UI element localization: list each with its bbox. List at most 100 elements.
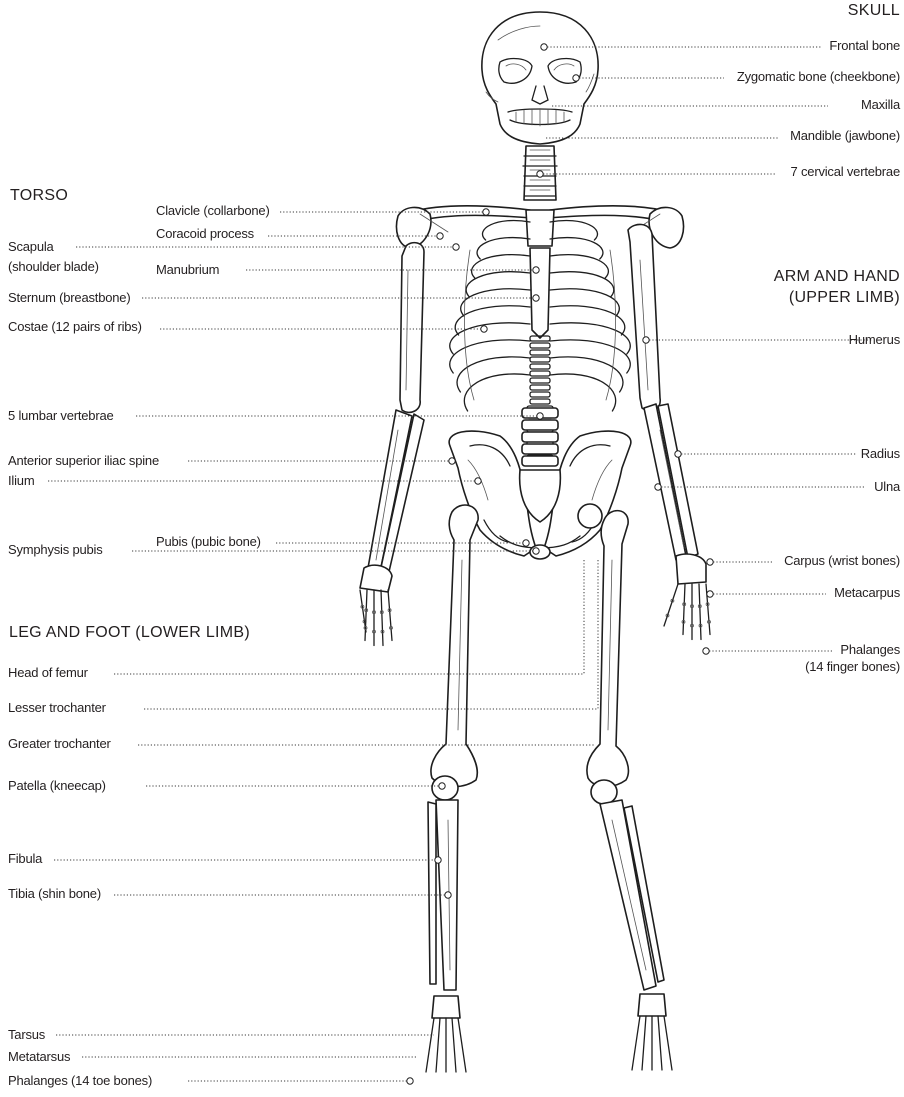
label-carpus: Carpus (wrist bones) bbox=[784, 553, 900, 569]
rib-right bbox=[550, 272, 614, 297]
label-maxilla: Maxilla bbox=[861, 97, 900, 113]
label-greater-trochanter: Greater trochanter bbox=[8, 736, 111, 752]
label-ilium: Ilium bbox=[8, 473, 34, 489]
tarsal-bone bbox=[638, 994, 666, 1016]
vertebra bbox=[530, 343, 550, 348]
heading-arm-and-hand: ARM AND HAND bbox=[774, 268, 900, 286]
finger-bone bbox=[365, 590, 367, 641]
toe-bone bbox=[426, 1018, 434, 1072]
lumbar-vertebra bbox=[522, 444, 558, 454]
heading-skull: SKULL bbox=[848, 2, 900, 20]
label-metacarpus: Metacarpus bbox=[834, 585, 900, 601]
vertebra bbox=[530, 371, 550, 376]
skull-drawing bbox=[482, 12, 598, 144]
label-fibula: Fibula bbox=[8, 851, 42, 867]
pointer-dot bbox=[541, 44, 547, 50]
label-mandible: Mandible (jawbone) bbox=[790, 128, 900, 144]
lumbar-vertebra bbox=[522, 432, 558, 442]
finger-bone bbox=[683, 584, 685, 635]
skeleton-drawing bbox=[360, 12, 711, 1072]
vertebra bbox=[530, 357, 550, 362]
label-humerus: Humerus bbox=[849, 332, 900, 348]
rib-left bbox=[466, 272, 530, 297]
label-patella: Patella (kneecap) bbox=[8, 778, 106, 794]
label-cervical-vertebrae: 7 cervical vertebrae bbox=[791, 164, 900, 180]
toe-bone bbox=[642, 1016, 646, 1070]
pointer-dot bbox=[675, 451, 681, 457]
rib-left bbox=[464, 374, 530, 411]
label-ulna: Ulna bbox=[874, 479, 900, 495]
pointer-dot bbox=[537, 171, 543, 177]
label-zygomatic-bone: Zygomatic bone (cheekbone) bbox=[737, 69, 900, 85]
pointer-dot bbox=[481, 326, 487, 332]
pointer-dot bbox=[533, 295, 539, 301]
rib-left bbox=[472, 255, 530, 278]
pointer-dot bbox=[475, 478, 481, 484]
pointer-dot bbox=[643, 337, 649, 343]
rib-left bbox=[455, 306, 530, 335]
vertebra bbox=[530, 378, 550, 383]
label-clavicle: Clavicle (collarbone) bbox=[156, 203, 270, 219]
vertebra bbox=[530, 364, 550, 369]
pointer-dot bbox=[523, 540, 529, 546]
toe-bone bbox=[458, 1018, 466, 1072]
label-phalanges-foot: Phalanges (14 toe bones) bbox=[8, 1073, 152, 1089]
spine-drawing bbox=[522, 336, 558, 466]
vertebra bbox=[530, 399, 550, 404]
pointer-dot bbox=[439, 783, 445, 789]
toe-bone bbox=[664, 1016, 672, 1070]
pointer-dot bbox=[537, 413, 543, 419]
label-tarsus: Tarsus bbox=[8, 1027, 45, 1043]
label-phalanges-hand: Phalanges bbox=[840, 642, 900, 658]
toe-bone bbox=[632, 1016, 640, 1070]
pointer-dot bbox=[437, 233, 443, 239]
pointer-dot bbox=[707, 591, 713, 597]
leg-drawing bbox=[426, 504, 672, 1072]
heading-torso: TORSO bbox=[10, 187, 68, 205]
tarsal-bone bbox=[432, 996, 460, 1018]
label-iliac-spine: Anterior superior iliac spine bbox=[8, 453, 159, 469]
pointer-dot bbox=[449, 458, 455, 464]
finger-bone bbox=[388, 590, 392, 641]
pointer-dot bbox=[453, 244, 459, 250]
pointer-dot bbox=[533, 267, 539, 273]
right-arm-drawing bbox=[360, 243, 424, 646]
left-arm-drawing bbox=[628, 224, 711, 639]
label-manubrium: Manubrium bbox=[156, 262, 219, 278]
label-tibia: Tibia (shin bone) bbox=[8, 886, 101, 902]
pointer-dot bbox=[707, 559, 713, 565]
pointer-dot bbox=[655, 484, 661, 490]
label-frontal-bone: Frontal bone bbox=[829, 38, 900, 54]
vertebra bbox=[530, 350, 550, 355]
label-radius: Radius bbox=[861, 446, 900, 462]
label-phalanges-hand-sub: (14 finger bones) bbox=[805, 659, 900, 675]
label-sternum: Sternum (breastbone) bbox=[8, 290, 130, 306]
label-lesser-trochanter: Lesser trochanter bbox=[8, 700, 106, 716]
pointer-dot bbox=[407, 1078, 413, 1084]
pointer-dot bbox=[533, 548, 539, 554]
rib-right bbox=[550, 306, 625, 335]
label-pubis: Pubis (pubic bone) bbox=[156, 534, 261, 550]
lumbar-vertebra bbox=[522, 456, 558, 466]
pointer-dot bbox=[435, 857, 441, 863]
finger-bone bbox=[381, 590, 383, 646]
vertebra bbox=[530, 392, 550, 397]
rib-left bbox=[477, 238, 530, 259]
label-lumbar-vertebrae: 5 lumbar vertebrae bbox=[8, 408, 114, 424]
rib-right bbox=[550, 238, 603, 259]
label-scapula-sub: (shoulder blade) bbox=[8, 259, 99, 275]
lumbar-vertebra bbox=[522, 420, 558, 430]
vertebra bbox=[530, 385, 550, 390]
rib-right bbox=[550, 255, 608, 278]
rib-cage-drawing bbox=[450, 200, 630, 420]
label-femur-head: Head of femur bbox=[8, 665, 88, 681]
toe-bone bbox=[658, 1016, 662, 1070]
pointer-dot bbox=[573, 75, 579, 81]
finger-bone bbox=[699, 584, 701, 640]
pointer-dot bbox=[703, 648, 709, 654]
label-scapula: Scapula bbox=[8, 239, 54, 255]
heading-upper-limb: (UPPER LIMB) bbox=[789, 289, 900, 307]
toe-bone bbox=[452, 1018, 456, 1072]
